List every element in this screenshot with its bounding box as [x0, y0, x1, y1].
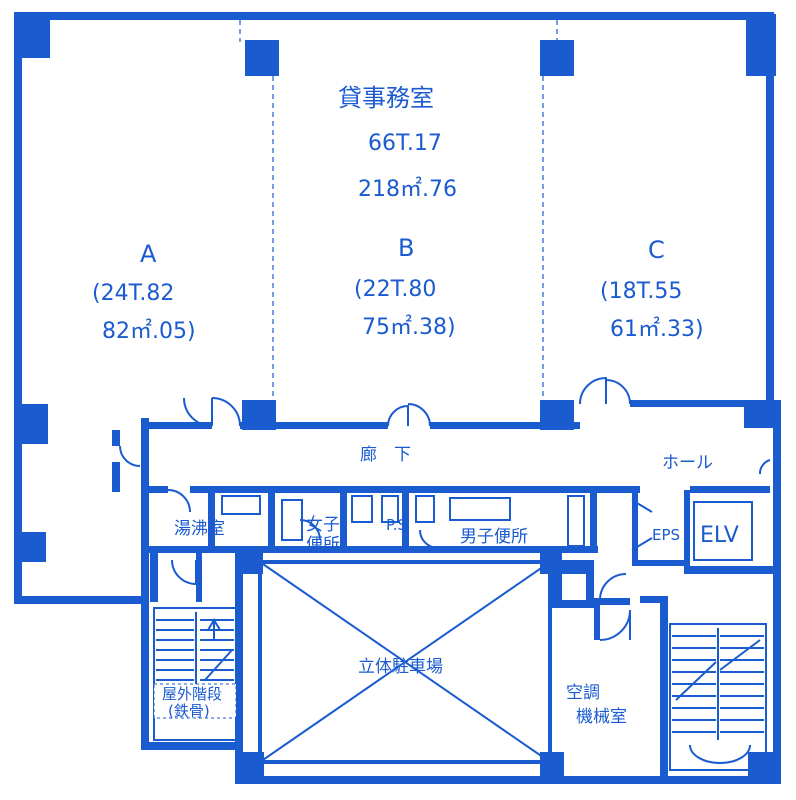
room-b-m2: 75㎡.38) [362, 314, 456, 340]
machine-room-label-1: 空調 [566, 683, 600, 703]
room-c-name: C [648, 236, 665, 264]
office-title: 貸事務室 [338, 84, 434, 112]
ps-label: P.S [386, 516, 407, 534]
room-a-name: A [140, 240, 157, 268]
hall-label: ホール [662, 453, 713, 473]
outdoor-stair-label-1: 屋外階段 [162, 685, 222, 703]
womens-wc-label-2: 便所 [306, 535, 340, 555]
corridor-doors [119, 376, 771, 475]
parking-structure [258, 560, 552, 764]
womens-wc-label-1: 女子 [306, 515, 340, 535]
room-b-tsubo: (22T.80 [354, 277, 436, 302]
machine-room-label-2: 機械室 [576, 707, 627, 727]
outdoor-stair-label-2: (鉄骨) [168, 702, 210, 720]
room-a-tsubo: (24T.82 [92, 281, 174, 306]
room-a-m2: 82㎡.05) [102, 318, 196, 344]
indoor-stair-graphic [669, 623, 767, 771]
office-total-tsubo: 66T.17 [368, 131, 442, 156]
room-c-m2: 61㎡.33) [610, 316, 704, 342]
eps-elv [631, 490, 774, 574]
service-core [148, 489, 598, 602]
kitchenette-label: 湯沸室 [174, 519, 225, 539]
parking-label: 立体駐車場 [358, 657, 443, 677]
outdoor-stair-graphic [153, 607, 237, 741]
room-b-name: B [398, 234, 414, 262]
mens-wc-label: 男子便所 [460, 527, 528, 547]
corridor-label: 廊 下 [360, 445, 411, 465]
room-c-tsubo: (18T.55 [600, 279, 682, 304]
machine-room-walls [552, 560, 668, 778]
office-total-m2: 218㎡.76 [358, 176, 457, 202]
elv-label: ELV [700, 523, 739, 548]
office-partitions [239, 20, 558, 402]
eps-label: EPS [652, 526, 680, 544]
corridor-walls [112, 400, 770, 493]
outer-walls [14, 12, 781, 784]
